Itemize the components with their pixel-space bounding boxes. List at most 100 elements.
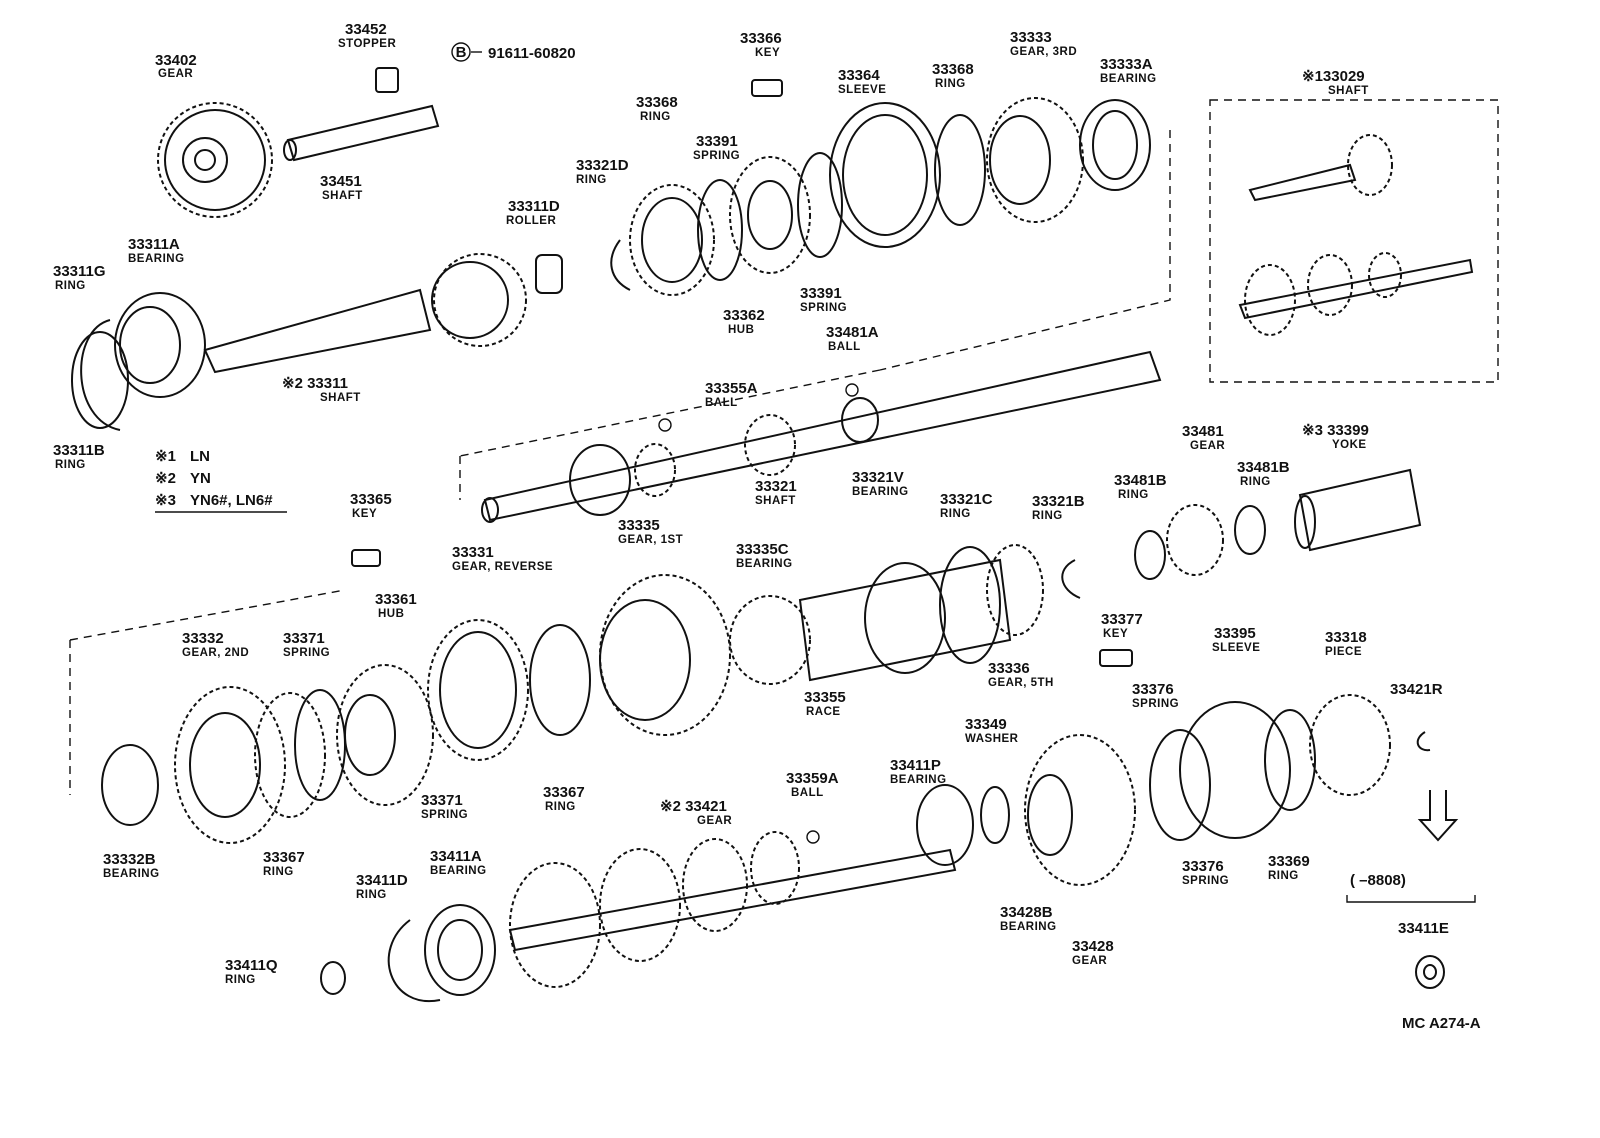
svg-text:33336: 33336 — [988, 660, 1030, 677]
svg-text:SLEEVE: SLEEVE — [838, 84, 886, 96]
svg-text:BALL: BALL — [705, 397, 738, 409]
svg-text:33355A: 33355A — [705, 380, 758, 397]
svg-text:33428B: 33428B — [1000, 904, 1053, 921]
svg-text:HUB: HUB — [728, 324, 754, 336]
svg-text:BEARING: BEARING — [430, 865, 487, 877]
main-shaft-drawing — [481, 350, 1162, 523]
shaft-33451-drawing — [283, 104, 440, 162]
svg-text:RING: RING — [640, 111, 671, 123]
svg-text:BEARING: BEARING — [890, 774, 947, 786]
svg-text:33321C: 33321C — [940, 491, 993, 508]
svg-text:BEARING: BEARING — [1000, 921, 1057, 933]
svg-text:GEAR, 2ND: GEAR, 2ND — [182, 647, 249, 659]
drawing-code: MC A274-A — [1402, 1015, 1481, 1032]
svg-text:SHAFT: SHAFT — [755, 495, 796, 507]
svg-text:33368: 33368 — [636, 94, 678, 111]
svg-text:33391: 33391 — [696, 133, 738, 150]
legend-text-3: YN6#, LN6# — [190, 492, 273, 509]
svg-text:33332B: 33332B — [103, 851, 156, 868]
date-range: ( –8808) — [1350, 872, 1406, 889]
svg-text:BEARING: BEARING — [852, 486, 909, 498]
counter-gear-group — [351, 544, 1081, 761]
svg-text:33349: 33349 — [965, 716, 1007, 733]
svg-text:33311D: 33311D — [508, 198, 560, 215]
gear-33402-drawing — [157, 102, 273, 218]
svg-text:33362: 33362 — [723, 307, 765, 324]
svg-text:33366: 33366 — [740, 30, 782, 47]
svg-text:33365: 33365 — [350, 491, 392, 508]
svg-text:GEAR: GEAR — [697, 815, 732, 827]
svg-text:WASHER: WASHER — [965, 733, 1019, 745]
bolt-symbol: B — [456, 44, 467, 61]
svg-text:33481: 33481 — [1182, 423, 1224, 440]
svg-text:33411A: 33411A — [430, 848, 482, 865]
svg-text:33335: 33335 — [618, 517, 660, 534]
svg-text:ROLLER: ROLLER — [506, 215, 556, 227]
svg-text:33321V: 33321V — [852, 469, 904, 486]
svg-text:GEAR: GEAR — [1190, 440, 1225, 452]
svg-text:33481B: 33481B — [1114, 472, 1167, 489]
svg-text:GEAR: GEAR — [158, 68, 193, 80]
svg-text:SPRING: SPRING — [1182, 875, 1229, 887]
svg-text:BALL: BALL — [791, 787, 824, 799]
svg-text:33311A: 33311A — [128, 236, 180, 253]
svg-text:RING: RING — [1032, 510, 1063, 522]
svg-text:33333A: 33333A — [1100, 56, 1153, 73]
svg-text:※2 33421: ※2 33421 — [660, 798, 727, 815]
svg-text:RING: RING — [940, 508, 971, 520]
svg-text:RING: RING — [1240, 476, 1271, 488]
svg-text:33411Q: 33411Q — [225, 957, 278, 974]
svg-text:33364: 33364 — [838, 67, 880, 84]
svg-text:33321: 33321 — [755, 478, 797, 495]
svg-text:SPRING: SPRING — [1132, 698, 1179, 710]
part-label: 33411E — [1398, 920, 1449, 937]
svg-text:SPRING: SPRING — [800, 302, 847, 314]
part-label: 33421R — [1390, 681, 1443, 698]
svg-text:33367: 33367 — [543, 784, 585, 801]
svg-text:33311B: 33311B — [53, 442, 105, 459]
svg-text:BEARING: BEARING — [128, 253, 185, 265]
bolt-number: 91611-60820 — [488, 45, 576, 62]
svg-text:SPRING: SPRING — [693, 150, 740, 162]
svg-text:BEARING: BEARING — [736, 558, 793, 570]
svg-text:RING: RING — [545, 801, 576, 813]
svg-text:33368: 33368 — [932, 61, 974, 78]
svg-text:PIECE: PIECE — [1325, 646, 1362, 658]
svg-text:RING: RING — [225, 974, 256, 986]
svg-text:33311G: 33311G — [53, 263, 106, 280]
svg-text:RING: RING — [935, 78, 966, 90]
svg-text:33359A: 33359A — [786, 770, 839, 787]
svg-text:33367: 33367 — [263, 849, 305, 866]
svg-text:33335C: 33335C — [736, 541, 789, 558]
svg-text:KEY: KEY — [1103, 628, 1128, 640]
svg-text:SHAFT: SHAFT — [322, 190, 363, 202]
svg-text:33391: 33391 — [800, 285, 842, 302]
